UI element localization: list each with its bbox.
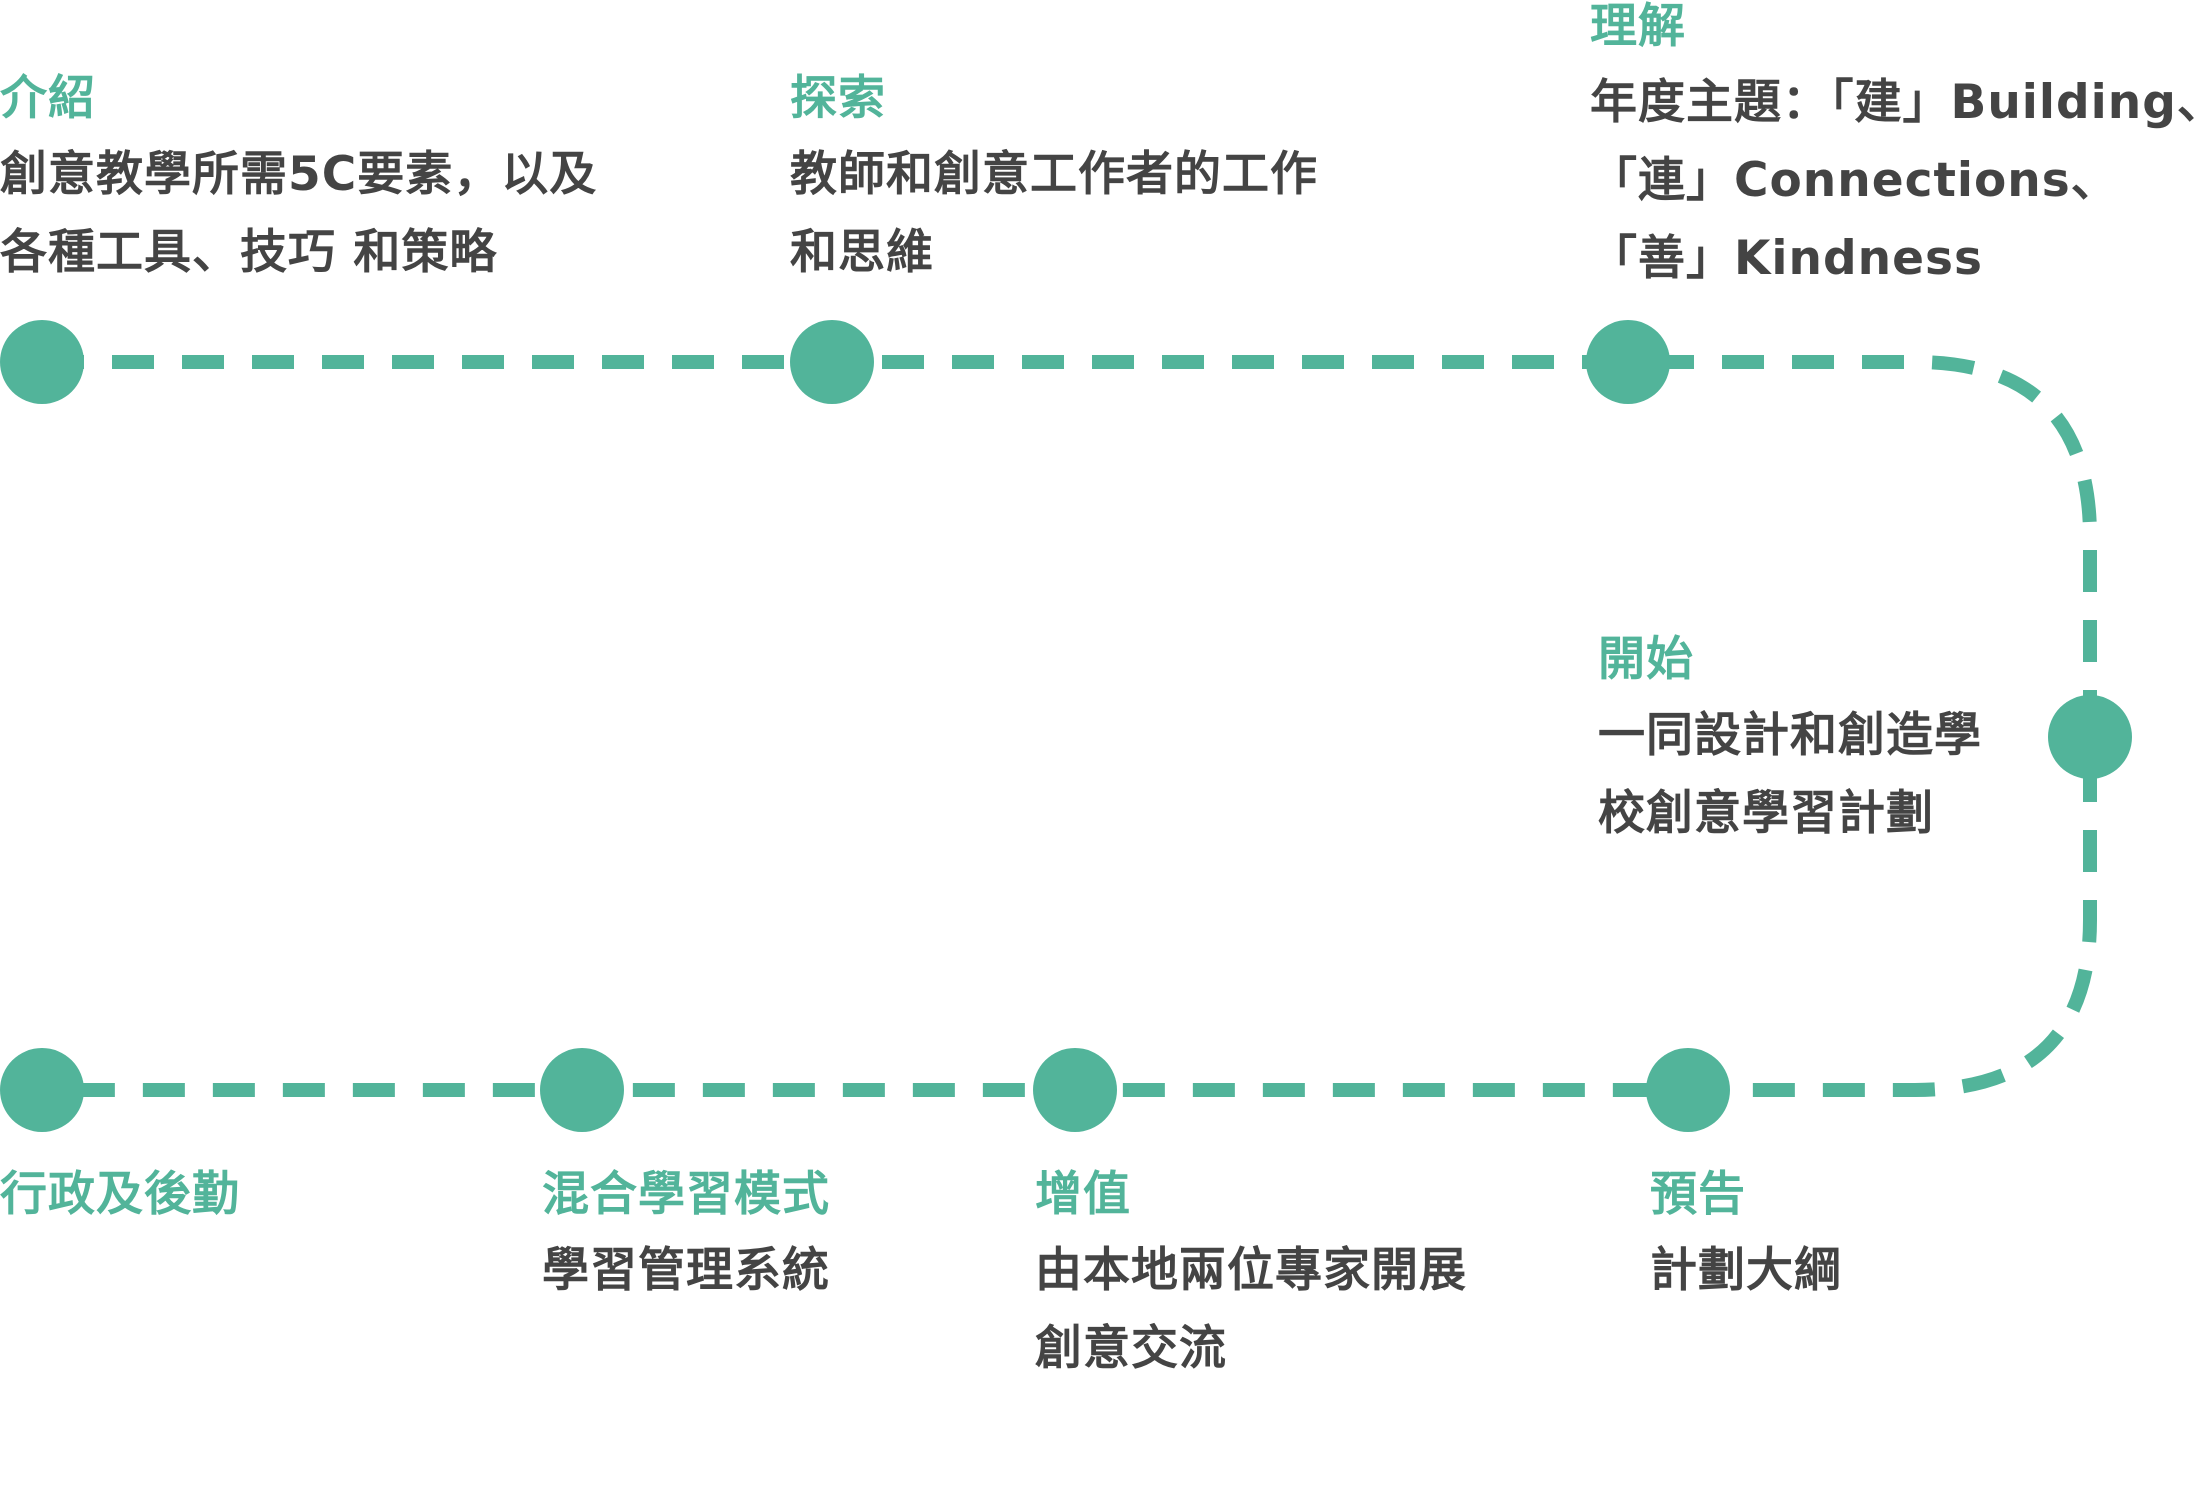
stage-start: 開始 一同設計和創造學 校創意學習計劃 xyxy=(1598,623,1982,853)
stage-start-desc-line: 校創意學習計劃 xyxy=(1598,786,1934,841)
stage-start-desc-line: 一同設計和創造學 xyxy=(1598,708,1982,763)
stage-value-add-title: 增值 xyxy=(1035,1167,1131,1222)
stage-blended-learning: 混合學習模式 學習管理系統 xyxy=(542,1158,830,1310)
stage-understand-desc-line: 「連」Connections、 xyxy=(1590,153,2119,208)
stage-intro-desc-line: 各種工具、技巧 和策略 xyxy=(0,225,498,280)
stage-understand-desc-line: 「善」Kindness xyxy=(1590,231,1983,286)
node-blended-learning xyxy=(540,1048,624,1132)
stage-value-add-desc: 由本地兩位專家開展 創意交流 xyxy=(1035,1232,1467,1388)
stage-value-add-desc-line: 創意交流 xyxy=(1035,1321,1227,1376)
stage-explore-desc-line: 教師和創意工作者的工作 xyxy=(790,147,1318,202)
stage-explore-title: 探索 xyxy=(790,71,886,126)
stage-admin-logistics: 行政及後勤 xyxy=(0,1158,240,1232)
stage-understand: 理解 年度主題：「建」Building、 「連」Connections、 「善」… xyxy=(1590,0,2207,298)
stage-intro-title: 介紹 xyxy=(0,71,96,126)
stage-blended-learning-desc: 學習管理系統 xyxy=(542,1232,830,1310)
node-understand xyxy=(1586,320,1670,404)
stage-blended-learning-title: 混合學習模式 xyxy=(542,1167,830,1222)
stage-preview-desc: 計劃大綱 xyxy=(1650,1232,1842,1310)
stage-start-title: 開始 xyxy=(1598,632,1694,687)
node-preview xyxy=(1646,1048,1730,1132)
stage-value-add-desc-line: 由本地兩位專家開展 xyxy=(1035,1243,1467,1298)
node-admin-logistics xyxy=(0,1048,84,1132)
stage-preview-title: 預告 xyxy=(1650,1167,1746,1222)
node-intro xyxy=(0,320,84,404)
node-explore xyxy=(790,320,874,404)
node-start xyxy=(2048,695,2132,779)
stage-blended-learning-desc-line: 學習管理系統 xyxy=(542,1243,830,1298)
stage-explore-desc: 教師和創意工作者的工作 和思維 xyxy=(790,136,1318,292)
stage-value-add: 增值 由本地兩位專家開展 創意交流 xyxy=(1035,1158,1467,1388)
stage-understand-desc: 年度主題：「建」Building、 「連」Connections、 「善」Kin… xyxy=(1590,64,2207,298)
stage-explore-desc-line: 和思維 xyxy=(790,225,934,280)
stage-preview: 預告 計劃大綱 xyxy=(1650,1158,1842,1310)
stage-intro-desc-line: 創意教學所需5C要素，以及 xyxy=(0,147,598,202)
stage-admin-logistics-title: 行政及後勤 xyxy=(0,1167,240,1222)
node-value-add xyxy=(1033,1048,1117,1132)
stage-explore: 探索 教師和創意工作者的工作 和思維 xyxy=(790,62,1318,292)
stage-start-desc: 一同設計和創造學 校創意學習計劃 xyxy=(1598,697,1982,853)
stage-understand-title: 理解 xyxy=(1590,0,1686,54)
stage-intro-desc: 創意教學所需5C要素，以及 各種工具、技巧 和策略 xyxy=(0,136,597,292)
stage-intro: 介紹 創意教學所需5C要素，以及 各種工具、技巧 和策略 xyxy=(0,62,597,292)
stage-preview-desc-line: 計劃大綱 xyxy=(1650,1243,1842,1298)
stage-understand-desc-line: 年度主題：「建」Building、 xyxy=(1590,75,2207,130)
